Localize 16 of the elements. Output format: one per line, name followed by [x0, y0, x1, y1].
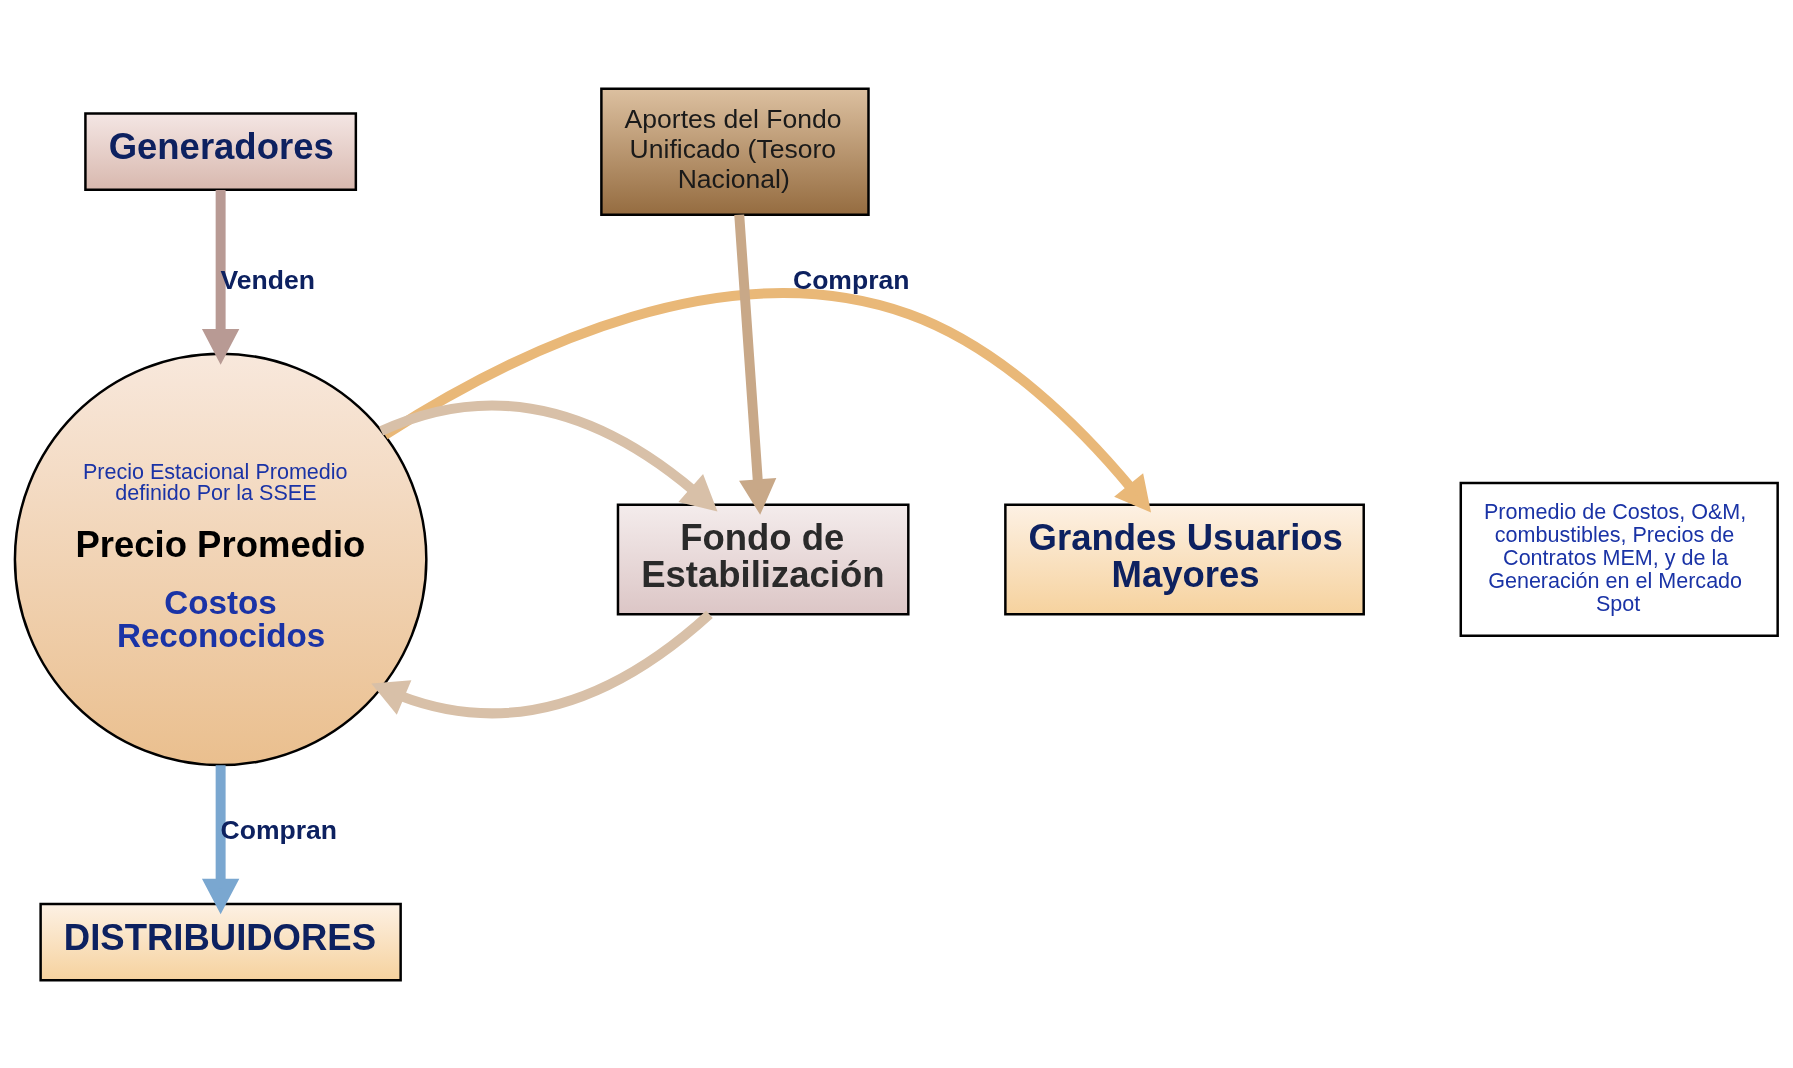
node-box: Promedio de Costos, O&M, combustibles, Precios de Contratos MEM, y de la Generación en el Mercado Spot — [1459, 481, 1779, 637]
arrow — [201, 189, 240, 365]
node-box: Aportes del Fondo Unificado (Tesoro Nacional) — [600, 86, 870, 216]
node-box: Grandes Usuarios Mayores — [1004, 502, 1365, 615]
node-box: Generadores — [84, 111, 358, 191]
edge-label: Compran — [220, 814, 338, 845]
arrow — [371, 610, 713, 718]
node-circle: Precio Estacional Promedio definido Por la SSEE Precio Promedio Costos Reconocidos — [13, 351, 428, 766]
edge-label: Venden — [220, 264, 316, 295]
arrow — [379, 400, 718, 511]
node-box: DISTRIBUIDORES — [39, 902, 402, 982]
arrow — [734, 213, 777, 515]
node-box: Fondo de Estabilización — [616, 502, 910, 615]
arrow — [201, 764, 240, 914]
edge-label: Compran — [793, 264, 910, 295]
arrow — [382, 287, 1152, 513]
